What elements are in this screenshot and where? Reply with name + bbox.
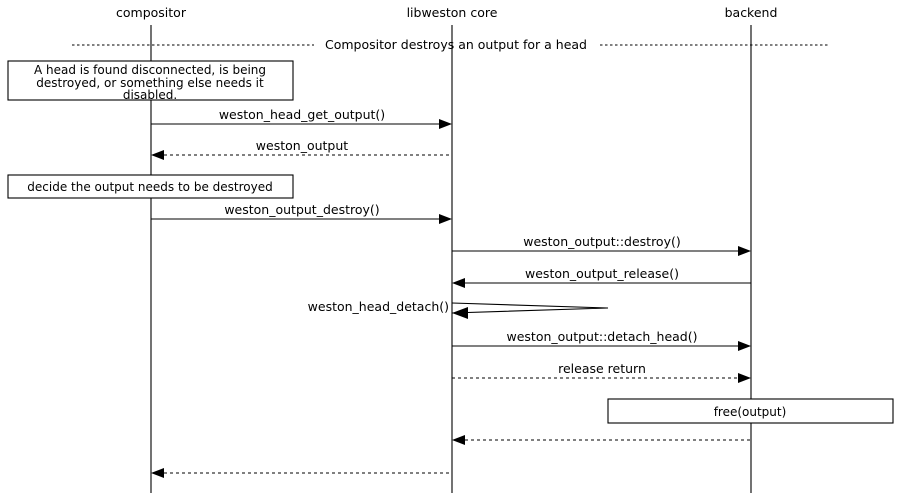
lifeline-label-libweston-core: libweston core [407,5,498,20]
note-head-disconnected-box [7,60,294,101]
message-label-release-return: release return [558,361,646,376]
arrowhead-core-return [151,468,164,478]
note-decide-destroy-box [7,174,294,199]
lifeline-label-compositor: compositor [116,5,187,20]
arrowhead-weston-output-destroy [439,214,452,224]
arrowhead-weston-head-get-output [439,119,452,129]
arrowhead-weston-output-destroy-cb [738,246,751,256]
message-label-weston-head-get-output: weston_head_get_output() [219,107,385,122]
message-label-weston-output-detach-head: weston_output::detach_head() [507,329,698,344]
message-label-weston-output: weston_output [256,138,348,153]
message-label-weston-output-destroy: weston_output_destroy() [224,202,379,217]
arrowhead-release-return [738,373,751,383]
note-head-disconnected-line3: disabled. [123,88,177,102]
selfcall-loop-weston-head-detach [451,302,609,314]
arrowhead-weston-output-detach-head [738,341,751,351]
divider-title: Compositor destroys an output for a head [325,37,587,52]
note-free-output-line1: free(output) [714,405,787,419]
arrowhead-weston-head-detach [452,307,468,319]
arrowhead-weston-output-release [452,278,465,288]
note-free-output-box [607,398,894,424]
message-label-weston-head-detach: weston_head_detach() [308,299,449,314]
lifeline-label-backend: backend [725,5,778,20]
message-label-weston-output-destroy-cb: weston_output::destroy() [523,234,681,249]
note-decide-destroy-line1: decide the output needs to be destroyed [27,180,272,194]
message-label-weston-output-release: weston_output_release() [525,266,679,281]
arrowhead-backend-return [452,435,465,445]
arrowhead-weston-output [151,150,164,160]
note-head-disconnected-line1: A head is found disconnected, is being [34,63,266,77]
note-head-disconnected-line2: destroyed, or something else needs it [36,76,264,90]
